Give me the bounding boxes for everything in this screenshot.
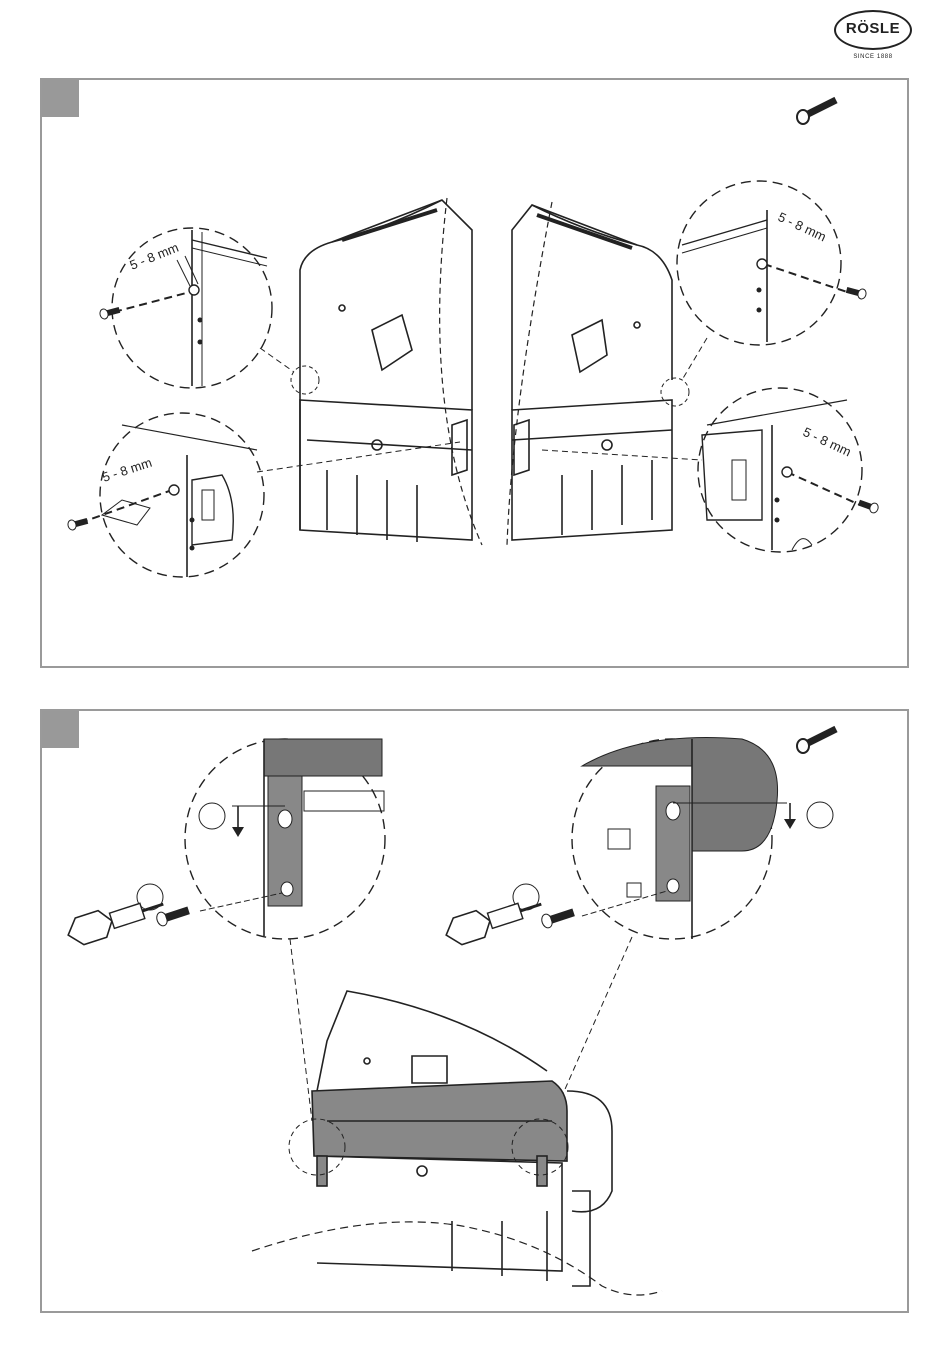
grill-left-half (300, 200, 472, 542)
zoom-detail-bottom-left: 5 - 8 mm (67, 413, 264, 577)
screwdriver-icon (442, 891, 546, 949)
step-2-panel (40, 709, 909, 1313)
measurement-label: 5 - 8 mm (776, 209, 829, 244)
screw-icon (797, 100, 836, 124)
brand-logo: RÖSLE SINCE 1888 (834, 10, 912, 66)
zoom-detail-right (513, 738, 833, 939)
logo-tagline: SINCE 1888 (834, 54, 912, 60)
screw-icon (797, 729, 836, 753)
grill-right-half (512, 205, 672, 540)
zoom-detail-top-left: 5 - 8 mm (99, 228, 272, 388)
zoom-detail-top-right: 5 - 8 mm (677, 181, 867, 345)
measurement-label: 5 - 8 mm (801, 424, 854, 459)
zoom-detail-left (137, 739, 385, 939)
zoom-detail-bottom-right: 5 - 8 mm (698, 388, 879, 552)
grill-assembly (312, 991, 612, 1286)
step-2-illustration (42, 711, 909, 1313)
step-1-panel: 5 - 8 mm 5 - 8 mm (40, 78, 909, 668)
step-1-illustration: 5 - 8 mm 5 - 8 mm (42, 80, 909, 668)
screwdriver-icon (64, 891, 168, 949)
measurement-label: 5 - 8 mm (128, 240, 181, 273)
logo-name: RÖSLE (834, 20, 912, 37)
